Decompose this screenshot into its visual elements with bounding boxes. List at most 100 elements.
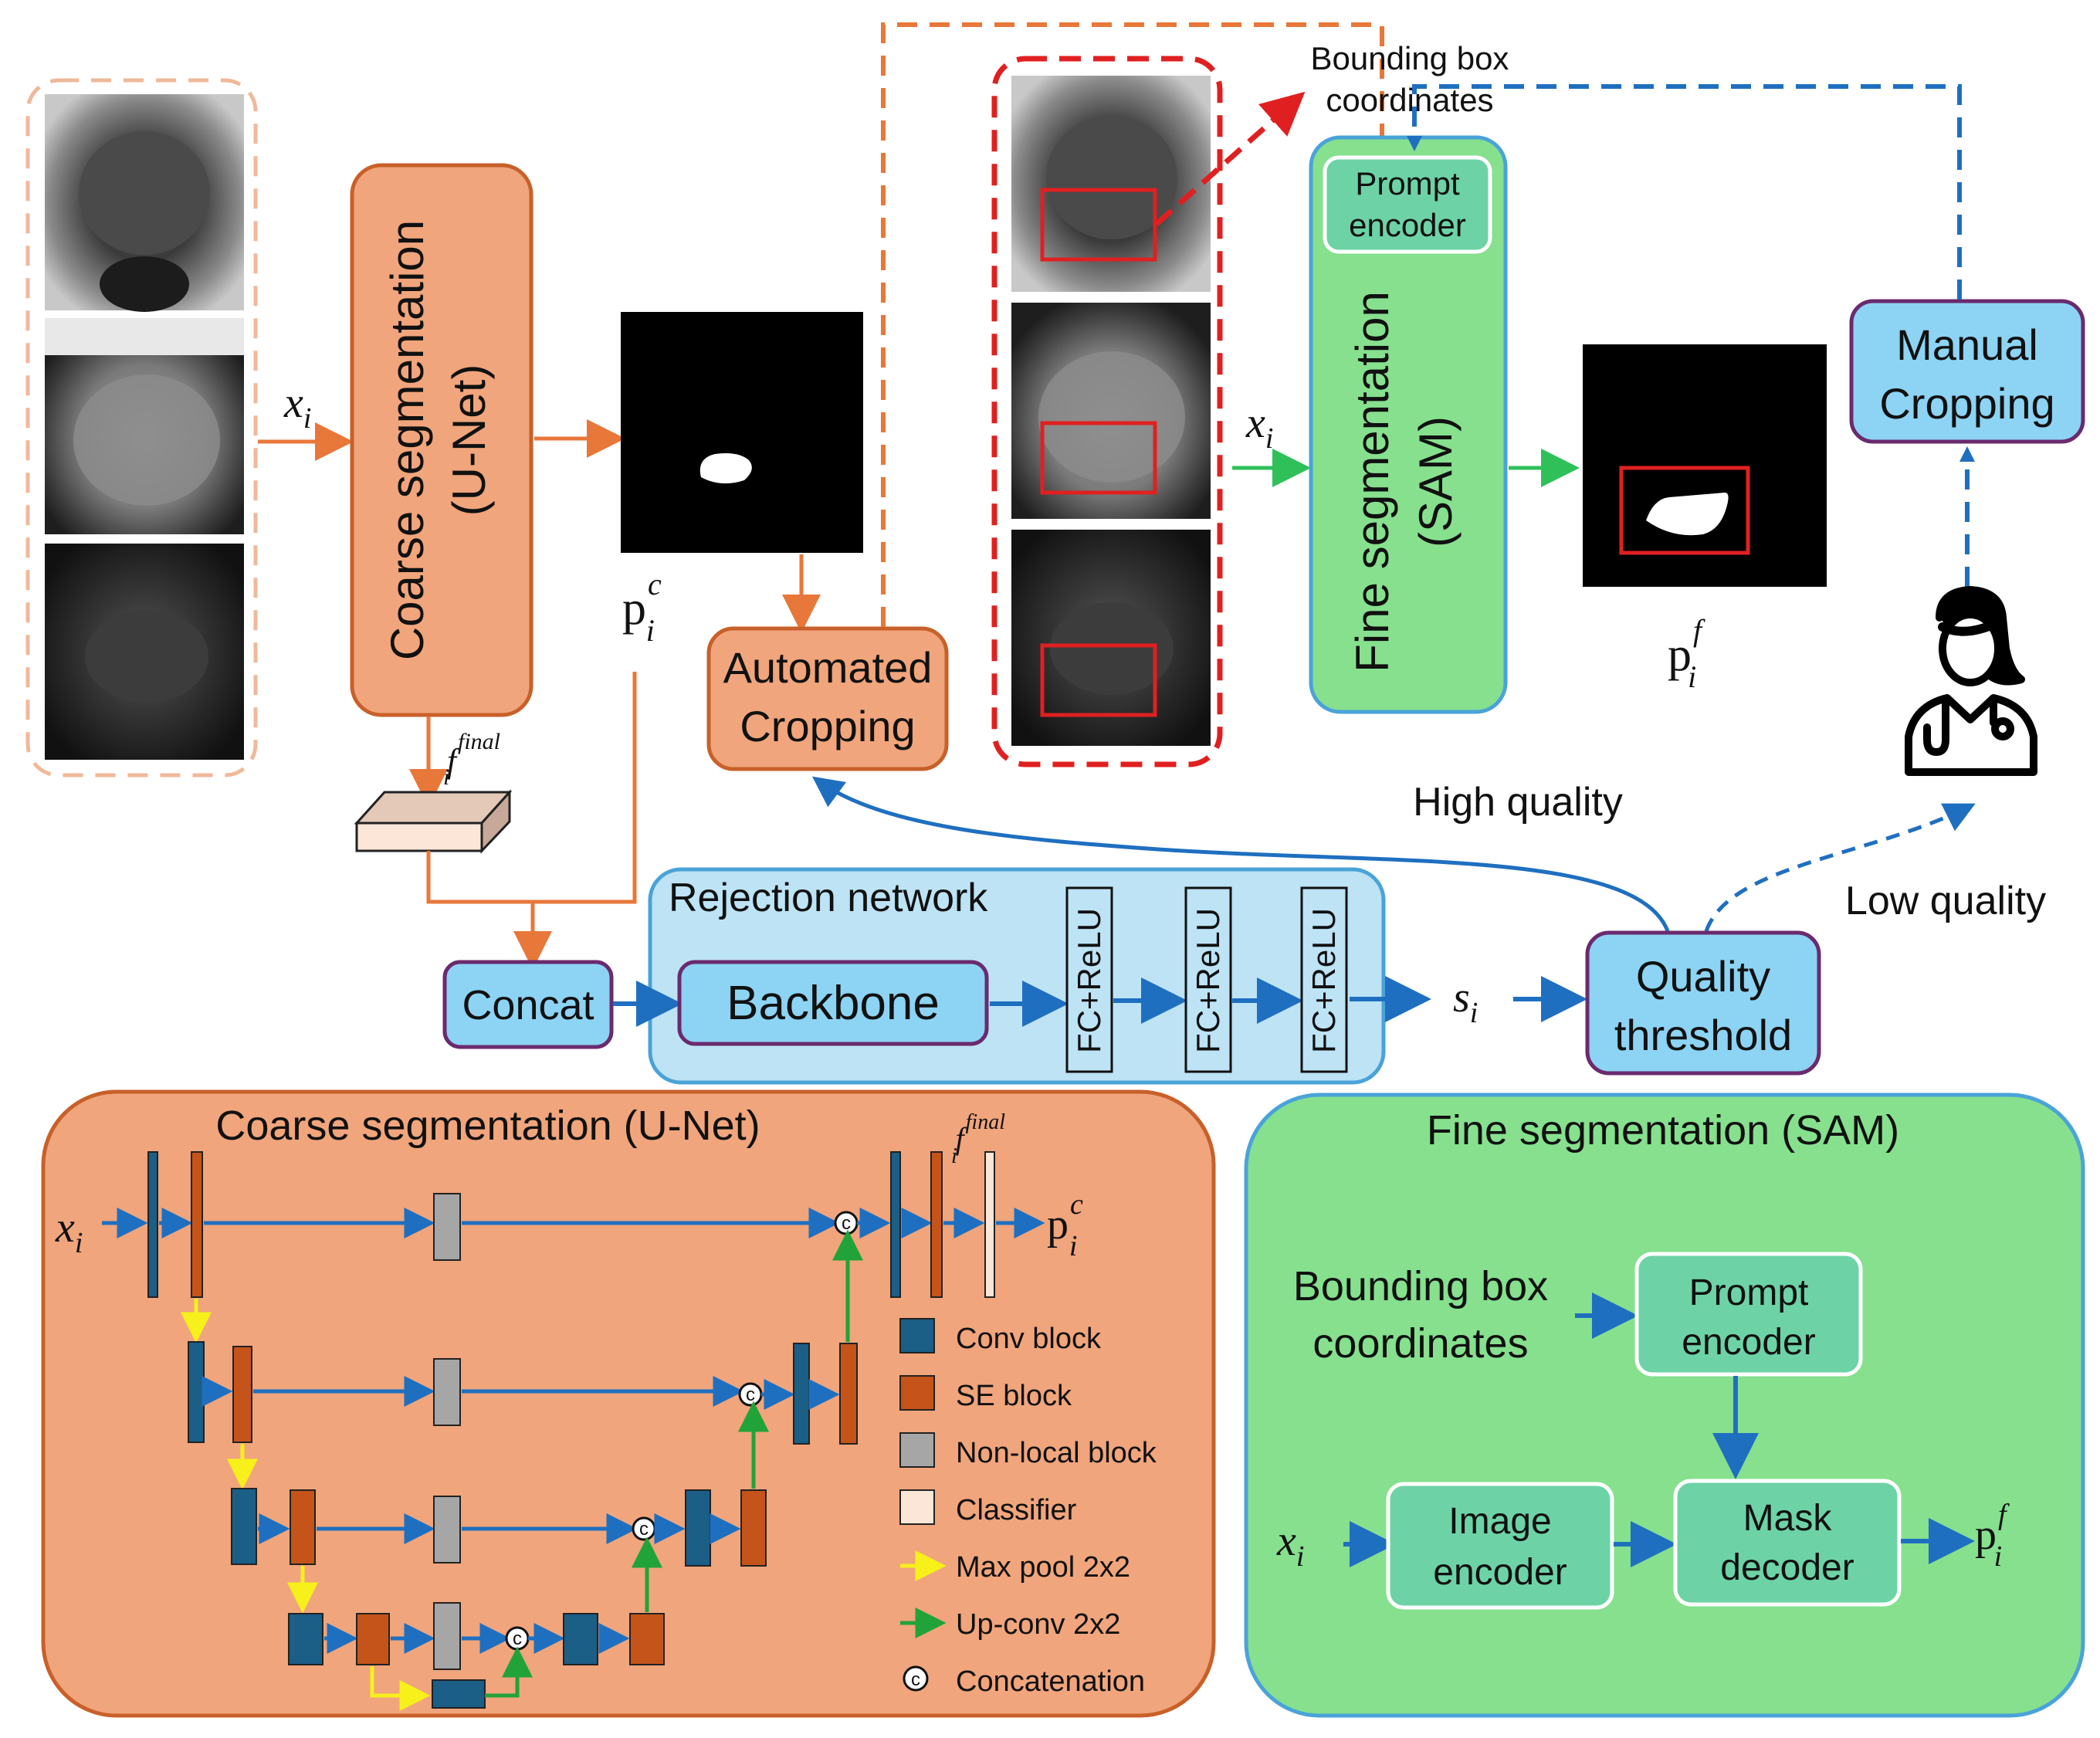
crop-to-prompt-dashed [881,22,1384,627]
enc4-conv [288,1613,323,1665]
sam-input-label: xi [1276,1517,1304,1573]
enc4-se [356,1613,390,1665]
upconv-4 [485,1646,533,1698]
sam-mask-decoder-label: Mask [1743,1498,1833,1539]
manual-to-prompt-dashed [1412,84,1962,300]
bottleneck-conv [432,1679,486,1709]
cropped-images-group [991,56,1223,767]
manual-cropping-label: Manual [1896,320,2038,369]
high-quality-label: High quality [1413,780,1623,825]
legend-label: Classifier [956,1494,1077,1526]
sam-prompt-encoder-box [1634,1252,1863,1377]
concat-2-symbol: c [746,1384,755,1405]
fc-layer-3 [1300,886,1348,1073]
legend-swatch [899,1489,935,1525]
fc-layer-3-label: FC+ReLU [1306,908,1342,1053]
skip4-nonlocal [433,1602,461,1670]
dec1-conv [890,1151,901,1298]
sam-mask-decoder-box [1673,1479,1902,1607]
backbone-label: Backbone [727,977,940,1030]
legend-label: Concatenation [956,1665,1145,1698]
quality-threshold-box [1585,930,1821,1076]
sam-detail-panel [1244,1093,2085,1718]
sam-prompt-encoder-label: Prompt [1689,1272,1809,1313]
cropped-mri-t2 [1011,76,1211,292]
cropped-mri-dwi [1011,530,1211,746]
backbone-box [677,960,989,1046]
legend-swatch [899,1432,935,1468]
doctor-to-manual-arrowhead [1959,446,1975,462]
score-label: si [1453,974,1478,1029]
prompt-encoder-label: Prompt [1355,165,1460,202]
skip2-nonlocal [433,1358,461,1426]
fc-layer-2 [1184,886,1232,1073]
legend-swatch [899,1375,935,1411]
manual-to-prompt-arrowhead [1407,136,1422,151]
quality-threshold-label-2: threshold [1614,1011,1792,1059]
legend-item: Up-conv 2x2 [900,1608,1120,1641]
input-mri-t2 [45,94,244,312]
prompt-encoder-label-2: encoder [1349,207,1466,243]
fc-layer-1-label: FC+ReLU [1071,908,1107,1053]
coarse-segmentation-unet-label: (U-Net) [443,364,495,517]
concat-4-symbol: c [513,1628,522,1649]
enc3-se [290,1489,316,1565]
concat-label: Concat [462,982,594,1028]
sam-image-encoder-box [1386,1482,1614,1610]
concat-3-symbol: c [639,1519,649,1540]
sam-image-encoder-label-2: encoder [1433,1552,1567,1593]
concat-1-symbol: c [842,1213,851,1234]
manual-cropping-box [1849,299,2085,444]
prompt-encoder-box [1323,155,1492,254]
legend-label: Up-conv 2x2 [956,1608,1120,1641]
enc2-conv [188,1341,205,1443]
sam-bbox-label: Bounding box [1293,1263,1548,1309]
sam-mask-decoder-label-2: decoder [1720,1547,1854,1588]
sam-panel-title: Fine segmentation (SAM) [1427,1107,1899,1154]
doctor-icon [1905,586,2037,776]
dec2-conv [793,1343,810,1445]
x-fine-label: xi [1245,399,1273,455]
automated-cropping-label-2: Cropping [740,702,915,750]
legend-concat-symbol: c [911,1669,920,1690]
classifier [984,1151,995,1298]
bbox-coords-label: Bounding box [1311,40,1509,76]
low-quality-arrow [1704,803,1976,932]
fine-mask-image [1583,344,1827,587]
skip1-nonlocal [433,1193,461,1261]
unet-architecture: c c c c [102,1151,1045,1711]
rejection-network-title: Rejection network [669,876,988,920]
legend-label: Non-local block [956,1437,1157,1469]
x-input-label: xi [283,379,311,435]
enc1-conv [147,1151,158,1298]
legend-item: SE block [899,1375,1072,1412]
legend-swatch [899,1318,935,1353]
unet-panel-title: Coarse segmentation (U-Net) [215,1103,760,1149]
legend-label: SE block [956,1380,1072,1412]
input-mri-dwi [45,544,244,760]
bbox-coords-label-2: coordinates [1326,82,1493,118]
legend-item: Classifier [899,1489,1077,1526]
cropped-mri-adc [1011,303,1211,519]
input-images-group [25,78,258,778]
legend-item: Max pool 2x2 [900,1550,1130,1584]
dec2-se [839,1343,858,1445]
input-mri-adc [45,318,244,534]
dec4-conv [563,1613,598,1665]
legend-label: Max pool 2x2 [956,1551,1130,1584]
enc2-se [232,1346,252,1443]
coarse-segmentation-label: Coarse segmentation [381,220,433,660]
sam-bbox-label-2: coordinates [1312,1320,1528,1367]
concat-box [442,960,614,1049]
legend-label: Conv block [956,1323,1102,1355]
sam-image-encoder-label: Image [1448,1501,1551,1542]
automated-cropping-box [706,626,949,771]
legend-item: Conv block [899,1318,1102,1355]
automated-cropping-label: Automated [723,643,933,692]
dec3-se [740,1489,767,1567]
